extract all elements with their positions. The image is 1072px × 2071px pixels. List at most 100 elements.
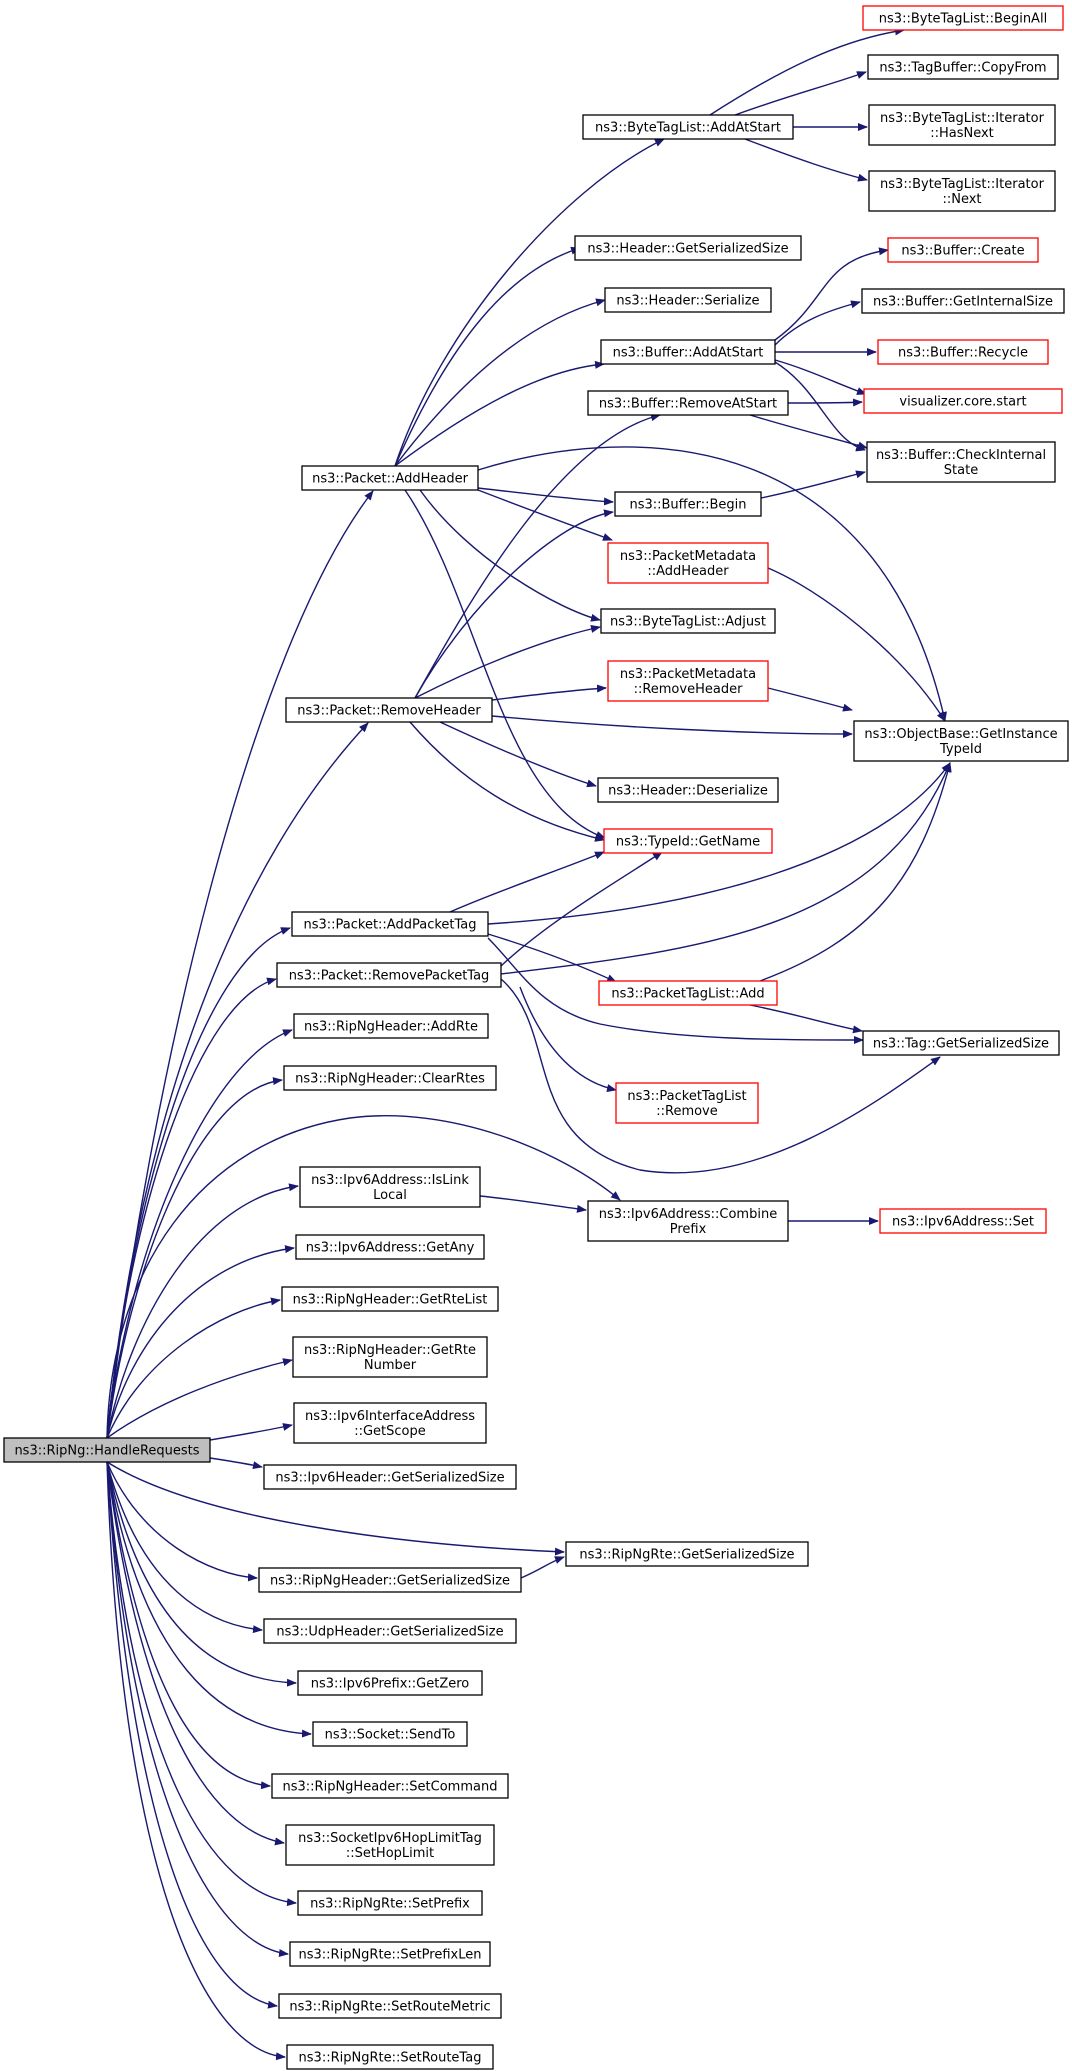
node-box bbox=[861, 288, 1065, 314]
node-box bbox=[297, 1890, 483, 1916]
node-buf-add-at-start[interactable]: ns3::Buffer::AddAtStart bbox=[600, 339, 776, 365]
node-label: ns3::RipNgRte::SetPrefixLen bbox=[299, 1948, 482, 1963]
node-set-prefix-len[interactable]: ns3::RipNgRte::SetPrefixLen bbox=[289, 1941, 491, 1967]
node-hdr-size[interactable]: ns3::Header::GetSerializedSize bbox=[574, 235, 802, 261]
edge-add-header-to-btl-adjust bbox=[419, 489, 601, 622]
node-label: ns3::ByteTagList::AddAtStart bbox=[595, 121, 781, 136]
edge-add-header-to-buf-begin bbox=[477, 487, 614, 506]
node-send-to[interactable]: ns3::Socket::SendTo bbox=[312, 1721, 468, 1747]
edge-remove-header-to-btl-adjust bbox=[414, 624, 601, 699]
node-ptl-remove[interactable]: ns3::PacketTagList::Remove bbox=[615, 1082, 759, 1124]
node-remove-header[interactable]: ns3::Packet::RemoveHeader bbox=[285, 697, 493, 723]
node-remove-packet-tag[interactable]: ns3::Packet::RemovePacketTag bbox=[276, 962, 502, 988]
node-label: ns3::Packet::AddPacketTag bbox=[303, 918, 476, 933]
node-buf-remove-at-start[interactable]: ns3::Buffer::RemoveAtStart bbox=[587, 390, 789, 416]
node-btl-next[interactable]: ns3::ByteTagList::Iterator::Next bbox=[868, 170, 1056, 212]
node-get-rte-list[interactable]: ns3::RipNgHeader::GetRteList bbox=[281, 1286, 499, 1312]
node-add-packet-tag[interactable]: ns3::Packet::AddPacketTag bbox=[291, 911, 489, 937]
edge-pm-add-header-to-ob-get-type-id bbox=[767, 567, 946, 722]
node-root[interactable]: ns3::RipNg::HandleRequests bbox=[3, 1437, 211, 1463]
node-rte-size[interactable]: ns3::RipNgRte::GetSerializedSize bbox=[565, 1541, 809, 1567]
node-box bbox=[597, 777, 779, 803]
node-btl-adjust[interactable]: ns3::ByteTagList::Adjust bbox=[600, 608, 776, 634]
node-pm-remove-header[interactable]: ns3::PacketMetadata::RemoveHeader bbox=[607, 660, 769, 702]
node-label: ns3::Buffer::AddAtStart bbox=[613, 346, 764, 361]
node-ipv6-set[interactable]: ns3::Ipv6Address::Set bbox=[879, 1208, 1047, 1234]
node-label: ns3::Packet::RemovePacketTag bbox=[289, 969, 490, 984]
node-label: ns3::Packet::AddHeader bbox=[312, 472, 468, 487]
node-label: ::SetHopLimit bbox=[346, 1846, 434, 1861]
node-btl-has-next[interactable]: ns3::ByteTagList::Iterator::HasNext bbox=[868, 104, 1056, 146]
edge-remove-packet-tag-to-ob-get-type-id bbox=[500, 762, 951, 975]
edge-root-to-get-any bbox=[106, 1245, 295, 1439]
node-set-route-tag[interactable]: ns3::RipNgRte::SetRouteTag bbox=[286, 2044, 494, 2070]
node-ptl-add[interactable]: ns3::PacketTagList::Add bbox=[598, 980, 778, 1006]
node-hdr-serialize[interactable]: ns3::Header::Serialize bbox=[604, 287, 772, 313]
node-box bbox=[295, 1234, 485, 1260]
node-rip-hdr-size[interactable]: ns3::RipNgHeader::GetSerializedSize bbox=[258, 1567, 522, 1593]
node-buf-recycle[interactable]: ns3::Buffer::Recycle bbox=[877, 339, 1049, 365]
node-label: ::Next bbox=[942, 192, 981, 207]
node-label: ns3::RipNgHeader::GetRteList bbox=[293, 1293, 488, 1308]
edge-root-to-set-route-metric bbox=[106, 1461, 278, 2009]
node-buf-begin[interactable]: ns3::Buffer::Begin bbox=[614, 491, 762, 517]
node-box bbox=[867, 54, 1059, 80]
node-btl-begin-all[interactable]: ns3::ByteTagList::BeginAll bbox=[862, 5, 1064, 31]
edge-remove-header-to-buf-begin bbox=[414, 509, 614, 699]
node-udp-hdr-size[interactable]: ns3::UdpHeader::GetSerializedSize bbox=[263, 1618, 517, 1644]
node-add-header[interactable]: ns3::Packet::AddHeader bbox=[301, 465, 479, 491]
edge-add-header-to-buf-add-at-start bbox=[394, 360, 605, 467]
edge-root-to-ipv6-hdr-size bbox=[209, 1457, 263, 1470]
node-tag-size[interactable]: ns3::Tag::GetSerializedSize bbox=[862, 1030, 1060, 1056]
node-add-rte[interactable]: ns3::RipNgHeader::AddRte bbox=[293, 1013, 489, 1039]
node-buf-internal-size[interactable]: ns3::Buffer::GetInternalSize bbox=[861, 288, 1065, 314]
node-label: ns3::ByteTagList::BeginAll bbox=[879, 12, 1047, 27]
node-label: ns3::Header::Deserialize bbox=[608, 784, 768, 799]
node-label: ns3::Ipv6Address::Set bbox=[892, 1215, 1034, 1230]
node-box bbox=[853, 720, 1069, 762]
node-clear-rtes[interactable]: ns3::RipNgHeader::ClearRtes bbox=[283, 1065, 497, 1091]
edge-add-header-to-btl-add-at-start bbox=[394, 138, 665, 467]
node-box bbox=[3, 1437, 211, 1463]
node-hdr-deserialize[interactable]: ns3::Header::Deserialize bbox=[597, 777, 779, 803]
node-label: ::Remove bbox=[656, 1104, 718, 1119]
node-pm-add-header[interactable]: ns3::PacketMetadata::AddHeader bbox=[607, 542, 769, 584]
node-buf-create[interactable]: ns3::Buffer::Create bbox=[887, 237, 1039, 263]
edge-remove-packet-tag-to-tag-size bbox=[500, 978, 941, 1174]
node-ipv6-hdr-size[interactable]: ns3::Ipv6Header::GetSerializedSize bbox=[263, 1464, 517, 1490]
function-nodes: ns3::RipNg::HandleRequests ns3::Packet::A… bbox=[3, 5, 1069, 2070]
node-get-zero[interactable]: ns3::Ipv6Prefix::GetZero bbox=[297, 1670, 483, 1696]
node-viz-start[interactable]: visualizer.core.start bbox=[863, 388, 1063, 414]
edge-root-to-get-rte-number bbox=[106, 1358, 293, 1439]
node-box bbox=[263, 1464, 517, 1490]
node-box bbox=[258, 1567, 522, 1593]
node-label: ns3::RipNg::HandleRequests bbox=[14, 1444, 199, 1459]
node-tb-copy-from[interactable]: ns3::TagBuffer::CopyFrom bbox=[867, 54, 1059, 80]
node-set-prefix[interactable]: ns3::RipNgRte::SetPrefix bbox=[297, 1890, 483, 1916]
node-box bbox=[603, 828, 773, 854]
node-set-hop-limit[interactable]: ns3::SocketIpv6HopLimitTag::SetHopLimit bbox=[285, 1824, 495, 1866]
node-box bbox=[607, 542, 769, 584]
node-btl-add-at-start[interactable]: ns3::ByteTagList::AddAtStart bbox=[582, 114, 794, 140]
node-label: ns3::Ipv6Address::IsLink bbox=[311, 1173, 469, 1188]
node-label: ::GetScope bbox=[354, 1424, 426, 1439]
node-box bbox=[598, 980, 778, 1006]
node-box bbox=[263, 1618, 517, 1644]
node-set-command[interactable]: ns3::RipNgHeader::SetCommand bbox=[271, 1773, 509, 1799]
node-label: ns3::Ipv6Address::Combine bbox=[599, 1207, 777, 1222]
node-get-any[interactable]: ns3::Ipv6Address::GetAny bbox=[295, 1234, 485, 1260]
node-set-route-metric[interactable]: ns3::RipNgRte::SetRouteMetric bbox=[278, 1993, 502, 2019]
node-get-scope[interactable]: ns3::Ipv6InterfaceAddress::GetScope bbox=[293, 1402, 487, 1444]
edge-root-to-set-prefix bbox=[106, 1461, 297, 1907]
edge-root-to-set-hop-limit bbox=[106, 1461, 285, 1846]
node-type-id-get-name[interactable]: ns3::TypeId::GetName bbox=[603, 828, 773, 854]
node-label: ns3::RipNgHeader::ClearRtes bbox=[295, 1072, 485, 1087]
node-box bbox=[285, 697, 493, 723]
node-box bbox=[863, 388, 1063, 414]
node-box bbox=[587, 1200, 789, 1242]
